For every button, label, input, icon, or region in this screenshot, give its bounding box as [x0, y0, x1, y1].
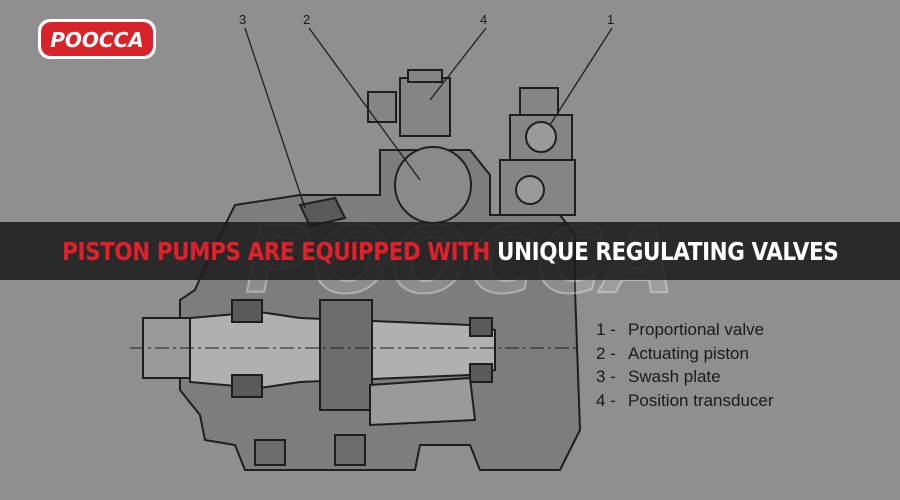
legend-label: Proportional valve: [628, 320, 765, 339]
callout-4: 4: [480, 12, 488, 27]
brand-logo: POOCCA: [38, 19, 156, 59]
legend-item: 4 - Position transducer: [596, 389, 886, 413]
headline-banner: PISTON PUMPS ARE EQUIPPED WITH UNIQUE RE…: [0, 222, 900, 280]
callout-2: 2: [303, 12, 311, 27]
callout-3: 3: [239, 12, 247, 27]
legend-label: Actuating piston: [628, 343, 749, 363]
headline-white-part: UNIQUE REGULATING VALVES: [496, 236, 839, 266]
legend-item: 2 - Actuating piston: [596, 342, 886, 366]
parts-legend: 1 - Proportional valve 2 - Actuating pisto…: [596, 318, 886, 412]
legend-number: 2 -: [596, 343, 616, 363]
legend-item: 1 - Proportional valve: [596, 318, 886, 342]
headline-red-part: PISTON PUMPS ARE EQUIPPED WITH: [61, 236, 490, 266]
legend-item: 3 - Swash plate: [596, 365, 886, 389]
legend-number: 1 -: [596, 320, 616, 339]
logo-badge: [41, 22, 153, 56]
legend-label: Swash plate: [628, 367, 721, 386]
logo-text: POOCCA: [50, 28, 144, 52]
legend-number: 3 -: [596, 367, 616, 386]
callout-1: 1: [607, 12, 615, 27]
headline-text: PISTON PUMPS ARE EQUIPPED WITH UNIQUE RE…: [61, 236, 839, 266]
legend-number: 4 -: [596, 390, 616, 410]
legend-label: Position transducer: [628, 390, 774, 410]
